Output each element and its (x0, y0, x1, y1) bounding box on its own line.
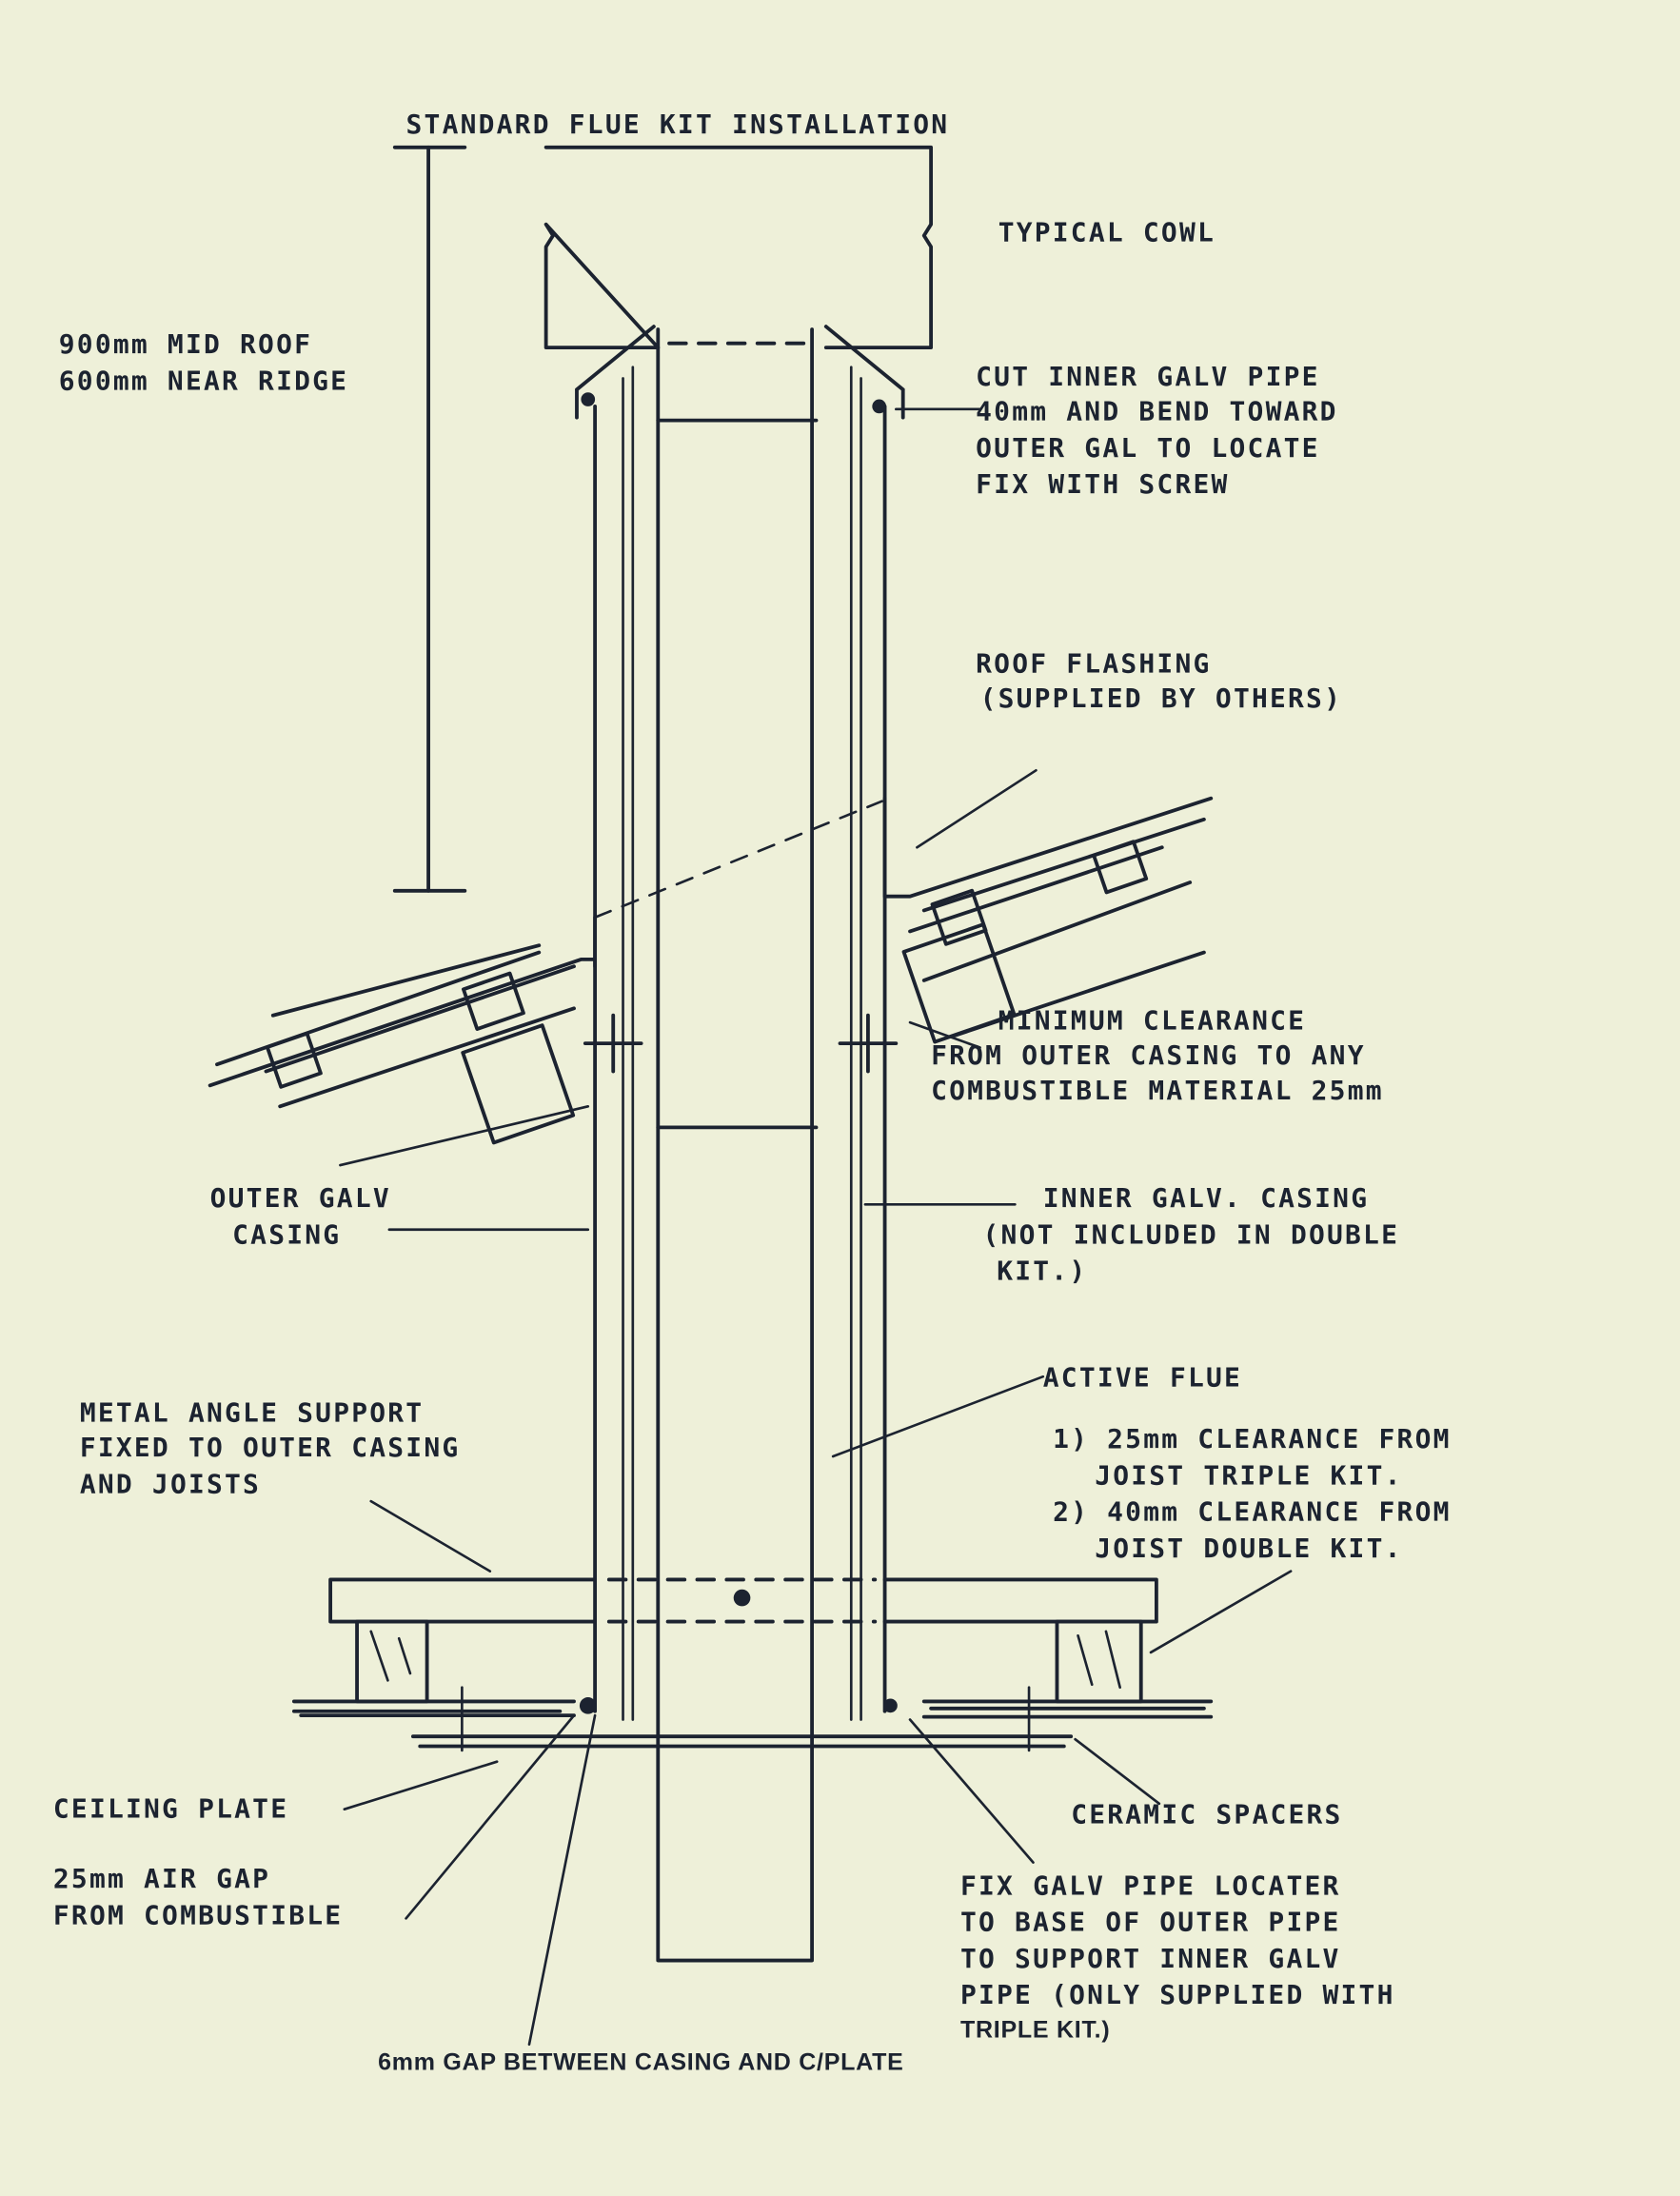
label-joist-clearance-4: JOIST DOUBLE KIT. (1095, 1533, 1402, 1564)
label-cut-pipe-2: 40mm AND BEND TOWARD (976, 396, 1338, 427)
label-joist-clearance-3: 2) 40mm CLEARANCE FROM (1053, 1496, 1452, 1528)
ceiling (291, 1686, 1214, 1752)
label-angle-support-3: AND JOISTS (80, 1468, 261, 1499)
screw-fixings (581, 392, 899, 1074)
angle-support (328, 1577, 1158, 1624)
label-cut-pipe-1: CUT INNER GALV PIPE (976, 361, 1320, 392)
cowl (544, 145, 934, 350)
active-flue (656, 327, 819, 1963)
outer-galv-casing (575, 325, 905, 1713)
label-flashing-1: ROOF FLASHING (976, 647, 1211, 679)
label-flashing-2: (SUPPLIED BY OTHERS) (980, 683, 1343, 714)
label-cowl: TYPICAL COWL (998, 216, 1216, 247)
inner-galv-casing (622, 366, 862, 1721)
label-outer-casing-2: CASING (232, 1218, 341, 1250)
label-pipe-locater-3: TO SUPPORT INNER GALV (960, 1943, 1341, 1974)
label-inner-casing-1: INNER GALV. CASING (1043, 1182, 1369, 1214)
label-pipe-locater-4: PIPE (ONLY SUPPLIED WITH (960, 1979, 1395, 2010)
label-height-1: 900mm MID ROOF (59, 328, 312, 360)
leader-lines (339, 407, 1293, 2047)
label-angle-support-1: METAL ANGLE SUPPORT (80, 1396, 425, 1428)
height-dimension (392, 145, 467, 893)
label-height-2: 600mm NEAR RIDGE (59, 365, 348, 396)
label-joist-clearance-1: 1) 25mm CLEARANCE FROM (1053, 1423, 1452, 1454)
label-cut-pipe-3: OUTER GAL TO LOCATE (976, 432, 1320, 464)
label-ceramic-spacers: CERAMIC SPACERS (1071, 1798, 1342, 1830)
label-air-gap-2: FROM COMBUSTIBLE (53, 1899, 343, 1930)
joists (355, 1619, 1143, 1704)
label-pipe-locater-5: TRIPLE KIT.) (960, 2016, 1110, 2043)
label-inner-casing-3: KIT.) (997, 1256, 1087, 1287)
label-pipe-locater-1: FIX GALV PIPE LOCATER (960, 1870, 1341, 1901)
label-active-flue: ACTIVE FLUE (1043, 1361, 1242, 1393)
label-pipe-locater-2: TO BASE OF OUTER PIPE (960, 1907, 1341, 1938)
label-joist-clearance-2: JOIST TRIPLE KIT. (1095, 1459, 1402, 1491)
label-inner-casing-2: (NOT INCLUDED IN DOUBLE (983, 1218, 1400, 1250)
roof-left (208, 800, 883, 1145)
label-outer-casing-1: OUTER GALV (210, 1182, 391, 1214)
label-angle-support-2: FIXED TO OUTER CASING (80, 1432, 461, 1463)
label-ceiling-plate: CEILING PLATE (53, 1793, 288, 1825)
diagram-title: STANDARD FLUE KIT INSTALLATION (406, 109, 950, 140)
label-clearance-2: FROM OUTER CASING TO ANY (931, 1039, 1366, 1071)
label-cut-pipe-4: FIX WITH SCREW (976, 468, 1229, 500)
label-clearance-1: MINIMUM CLEARANCE (998, 1004, 1306, 1036)
label-clearance-3: COMBUSTIBLE MATERIAL 25mm (931, 1075, 1384, 1106)
label-air-gap-1: 25mm AIR GAP (53, 1863, 270, 1894)
label-casing-gap: 6mm GAP BETWEEN CASING AND C/PLATE (378, 2048, 903, 2075)
roof-right (882, 796, 1214, 1044)
